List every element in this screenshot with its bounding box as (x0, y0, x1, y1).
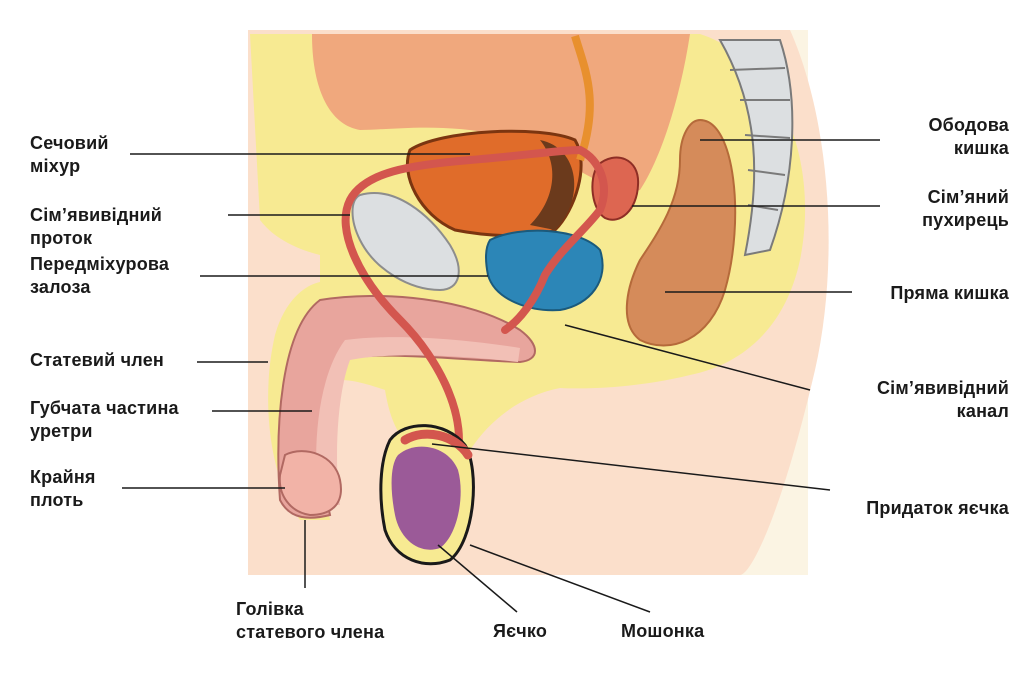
label-colon: Ободова кишка (928, 114, 1009, 160)
label-foreskin: Крайня плоть (30, 466, 96, 512)
label-bladder: Сечовий міхур (30, 132, 109, 178)
label-seminal-vesicle: Сім’яний пухирець (922, 186, 1009, 232)
label-prostate: Передміхурова залоза (30, 253, 169, 299)
label-vas-deferens: Сім’явивідний проток (30, 204, 162, 250)
label-glans: Голівка статевого члена (236, 598, 384, 644)
label-spongy-urethra: Губчата частина уретри (30, 397, 179, 443)
label-penis: Статевий член (30, 349, 164, 372)
label-testis: Яєчко (493, 620, 547, 643)
label-epididymis: Придаток яєчка (866, 497, 1009, 520)
label-scrotum: Мошонка (621, 620, 704, 643)
label-ejaculatory-duct: Сім’явивідний канал (877, 377, 1009, 423)
label-rectum: Пряма кишка (890, 282, 1009, 305)
